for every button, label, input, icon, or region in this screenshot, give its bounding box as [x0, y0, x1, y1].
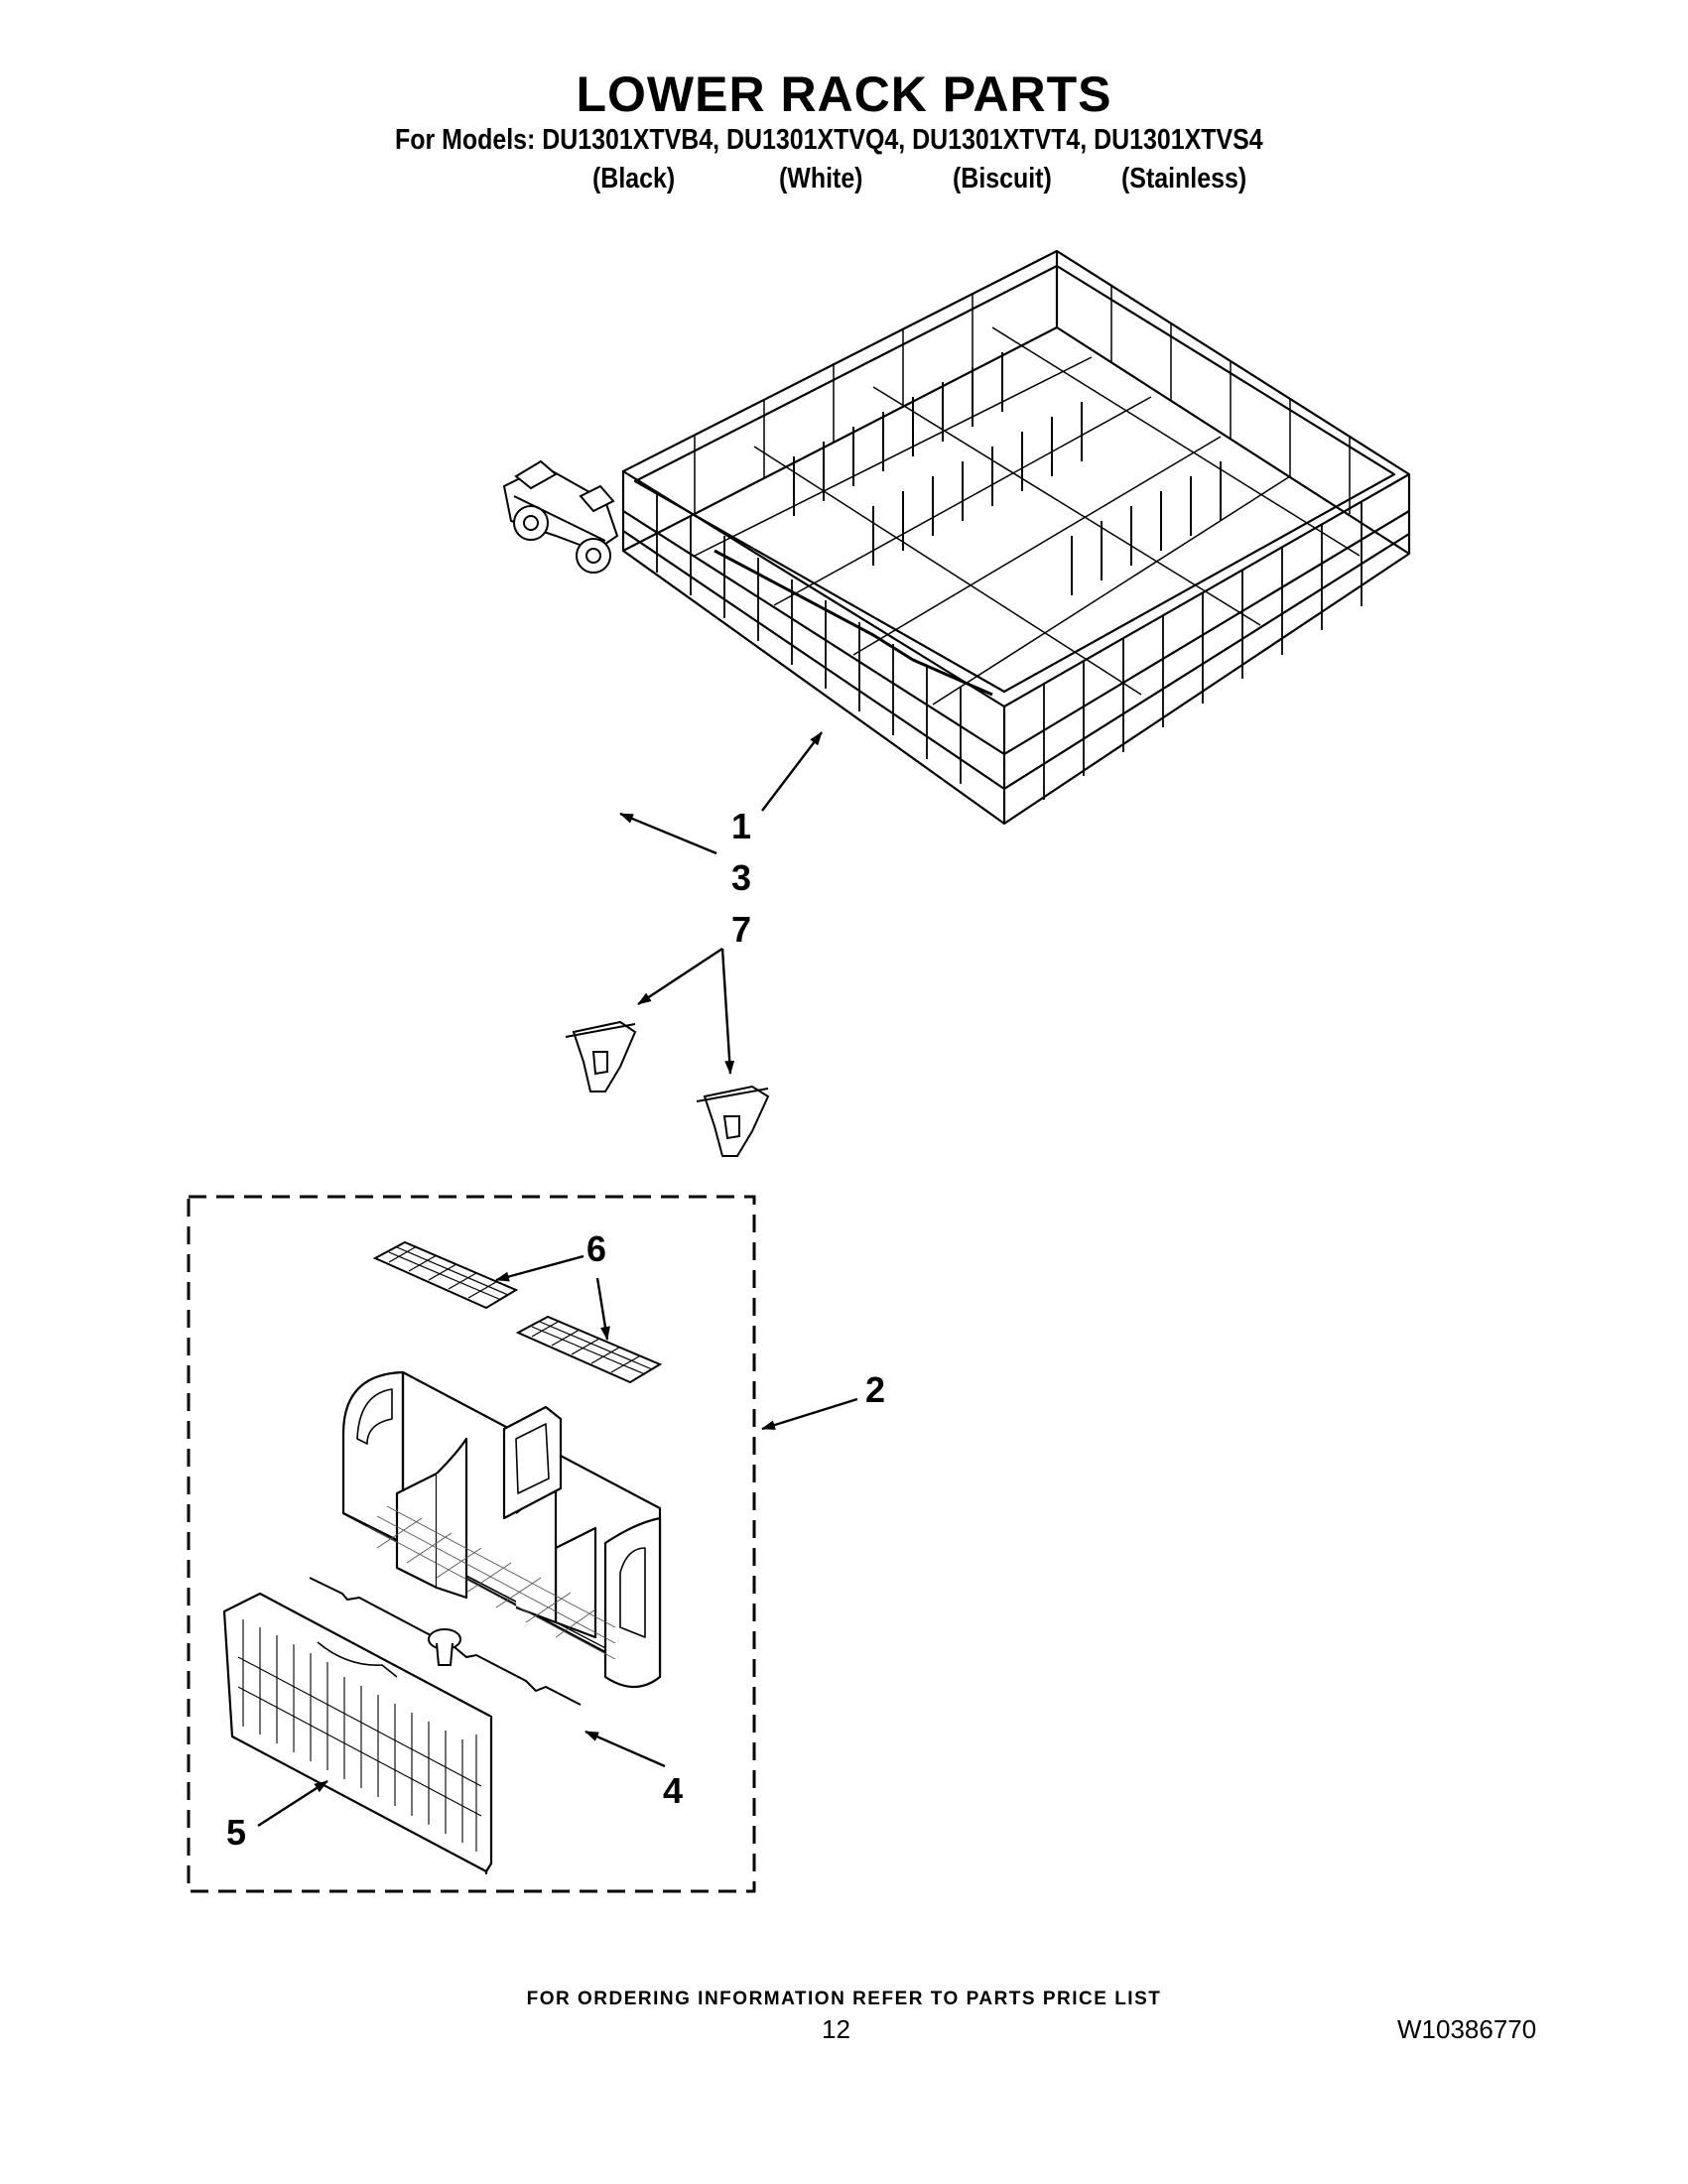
page-number: 12 — [822, 2014, 850, 2044]
callout-3: 3 — [731, 857, 752, 898]
document-id: W10386770 — [1397, 2014, 1537, 2044]
model-color-white: (White) — [779, 163, 863, 194]
callout-7: 7 — [731, 909, 752, 950]
rack-stop-drawing-lower — [696, 1085, 770, 1157]
callout-1: 1 — [731, 806, 752, 846]
basket-cover-drawing — [222, 1592, 493, 1875]
callout-6: 6 — [586, 1228, 607, 1269]
basket-lid-drawing-2 — [515, 1315, 663, 1384]
model-color-stainless: (Stainless) — [1121, 163, 1247, 194]
model-color-biscuit: (Biscuit) — [953, 163, 1052, 194]
leader-arrow-7b — [720, 948, 735, 1075]
basket-lid-drawing-1 — [372, 1240, 519, 1310]
leader-arrow-1 — [761, 731, 823, 812]
page-title: LOWER RACK PARTS — [576, 66, 1112, 122]
lower-rack-drawing — [621, 249, 1411, 826]
leader-arrow-6b — [595, 1277, 610, 1341]
leader-arrow-7a — [637, 947, 723, 1006]
wheel-assembly-drawing — [502, 459, 619, 574]
ordering-note: FOR ORDERING INFORMATION REFER TO PARTS … — [526, 1989, 1162, 2009]
leader-arrow-3 — [619, 812, 717, 855]
basket-divider-drawing — [309, 1577, 582, 1706]
callout-2: 2 — [865, 1369, 886, 1410]
silverware-basket-group-box — [187, 1195, 756, 1893]
rack-stop-drawing-upper — [565, 1020, 637, 1092]
leader-arrow-4 — [584, 1730, 666, 1768]
leader-arrows — [257, 731, 858, 1828]
leader-arrow-2 — [761, 1397, 858, 1431]
callout-5: 5 — [226, 1812, 247, 1853]
model-color-black: (Black) — [592, 163, 676, 194]
leader-arrow-5 — [257, 1779, 328, 1828]
silverware-basket-drawing — [341, 1370, 662, 1689]
leader-arrow-6a — [495, 1254, 584, 1282]
callout-4: 4 — [663, 1770, 684, 1811]
models-line: For Models: DU1301XTVB4, DU1301XTVQ4, DU… — [395, 124, 1263, 156]
